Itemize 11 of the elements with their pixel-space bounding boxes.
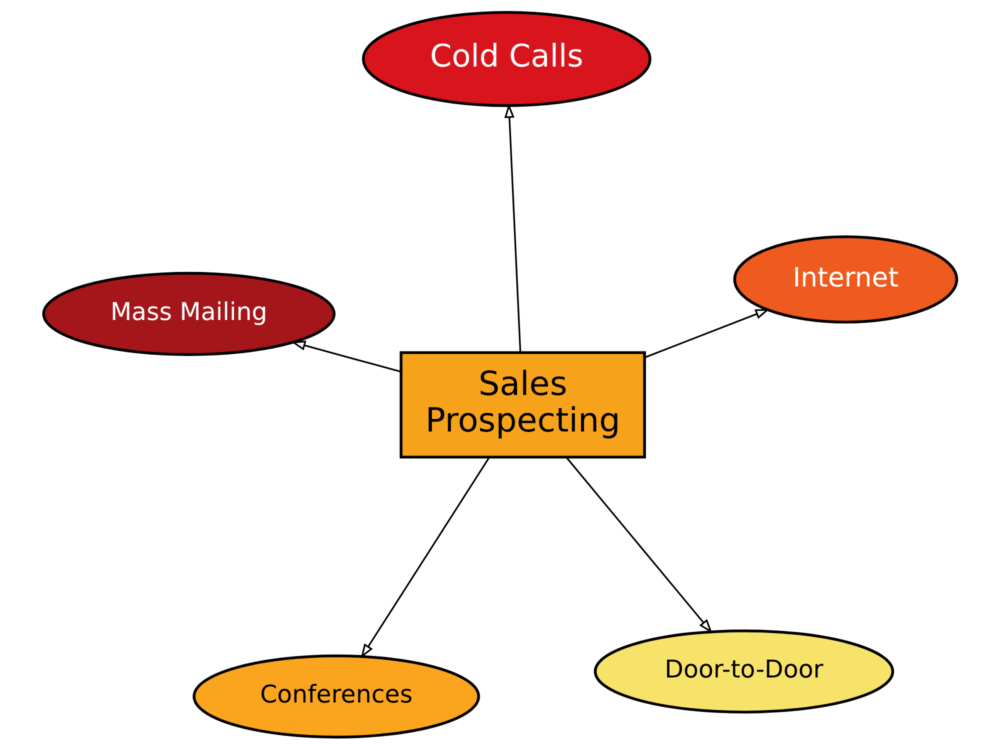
arrow xyxy=(504,103,522,352)
arrow xyxy=(291,340,402,372)
arrow xyxy=(360,456,490,658)
node-box: Sales Prospecting xyxy=(400,351,646,458)
node-ellipse: Conferences xyxy=(192,654,480,739)
node-ellipse: Mass Mailing xyxy=(42,272,336,356)
node-ellipse: Cold Calls xyxy=(362,10,652,108)
node-ellipse: Door-to-Door xyxy=(594,629,894,714)
arrow xyxy=(566,456,712,634)
node-ellipse: Internet xyxy=(733,235,958,324)
arrow xyxy=(644,308,770,358)
